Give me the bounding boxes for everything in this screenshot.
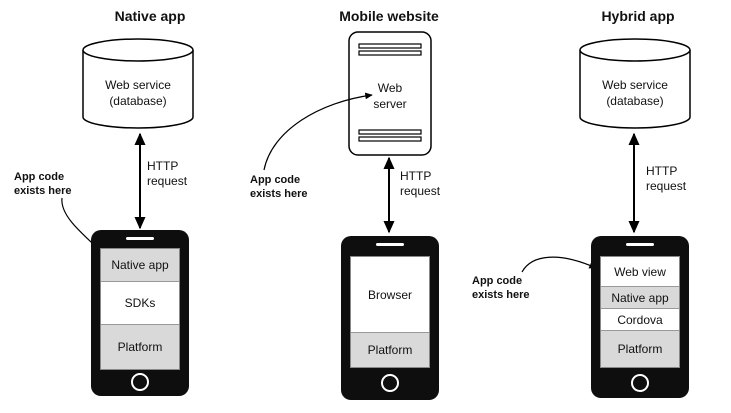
mobile-http-request-label: HTTP request [400,169,440,199]
mobile-request-line1: HTTP [400,169,432,183]
hybrid-layer-platform: Platform [601,331,679,367]
hybrid-note-line2: exists here [472,289,530,301]
mobile-note-line2: exists here [250,188,308,200]
native-note-line1: App code [14,171,65,183]
native-database-label: Web service (database) [83,77,193,109]
mobile-app-code-pointer [263,92,373,171]
mobile-home-button [381,374,399,392]
native-home-button [131,373,149,391]
native-phone-speaker [126,237,154,240]
hybrid-phone-screen: Web view Native app Cordova Platform [600,256,680,368]
native-app-title: Native app [114,8,186,24]
native-phone-screen: Native app SDKs Platform [100,248,180,370]
mobile-layer-browser: Browser [351,257,429,333]
hybrid-home-button [631,374,649,392]
hybrid-layer-cordova: Cordova [601,309,679,331]
hybrid-app-code-pointer [521,256,597,273]
native-request-line1: HTTP [147,159,179,173]
native-database-label-line2: (database) [109,94,167,108]
native-database-label-line1: Web service [105,78,171,92]
mobile-app-code-note: App code exists here [250,173,307,201]
mobile-website-title: Mobile website [339,8,439,24]
native-layer-sdks: SDKs [101,282,179,325]
hybrid-app-title: Hybrid app [601,8,675,24]
native-database-cylinder [82,38,194,129]
hybrid-database-label-line1: Web service [602,78,668,92]
hybrid-phone-speaker [626,243,654,246]
native-layer-platform: Platform [101,325,179,369]
hybrid-database-cylinder [579,38,691,129]
native-layer-native-app: Native app [101,249,179,282]
hybrid-request-line2: request [646,179,687,193]
mobile-note-line1: App code [250,174,301,186]
mobile-phone-screen: Browser Platform [350,256,430,368]
hybrid-database-label: Web service (database) [580,77,690,109]
native-app-code-note: App code exists here [14,170,71,198]
hybrid-layer-native-app: Native app [601,287,679,309]
mobile-layer-platform: Platform [351,333,429,367]
native-http-request-label: HTTP request [147,159,187,189]
web-server-label-line2: server [373,97,407,111]
hybrid-layer-web-view: Web view [601,257,679,287]
hybrid-request-line1: HTTP [646,164,678,178]
hybrid-database-label-line2: (database) [606,94,664,108]
web-server-label: Web server [349,80,431,112]
hybrid-phone: Web view Native app Cordova Platform [591,236,689,398]
hybrid-note-line1: App code [472,275,523,287]
hybrid-http-request-label: HTTP request [646,164,686,194]
native-note-line2: exists here [14,185,72,197]
web-server-label-line1: Web [377,81,403,95]
native-request-line2: request [147,174,188,188]
mobile-phone: Browser Platform [341,236,439,400]
mobile-phone-speaker [376,243,404,246]
web-server-box [348,31,432,156]
hybrid-app-code-note: App code exists here [472,274,529,302]
native-phone: Native app SDKs Platform [91,230,189,396]
mobile-request-line2: request [400,184,441,198]
